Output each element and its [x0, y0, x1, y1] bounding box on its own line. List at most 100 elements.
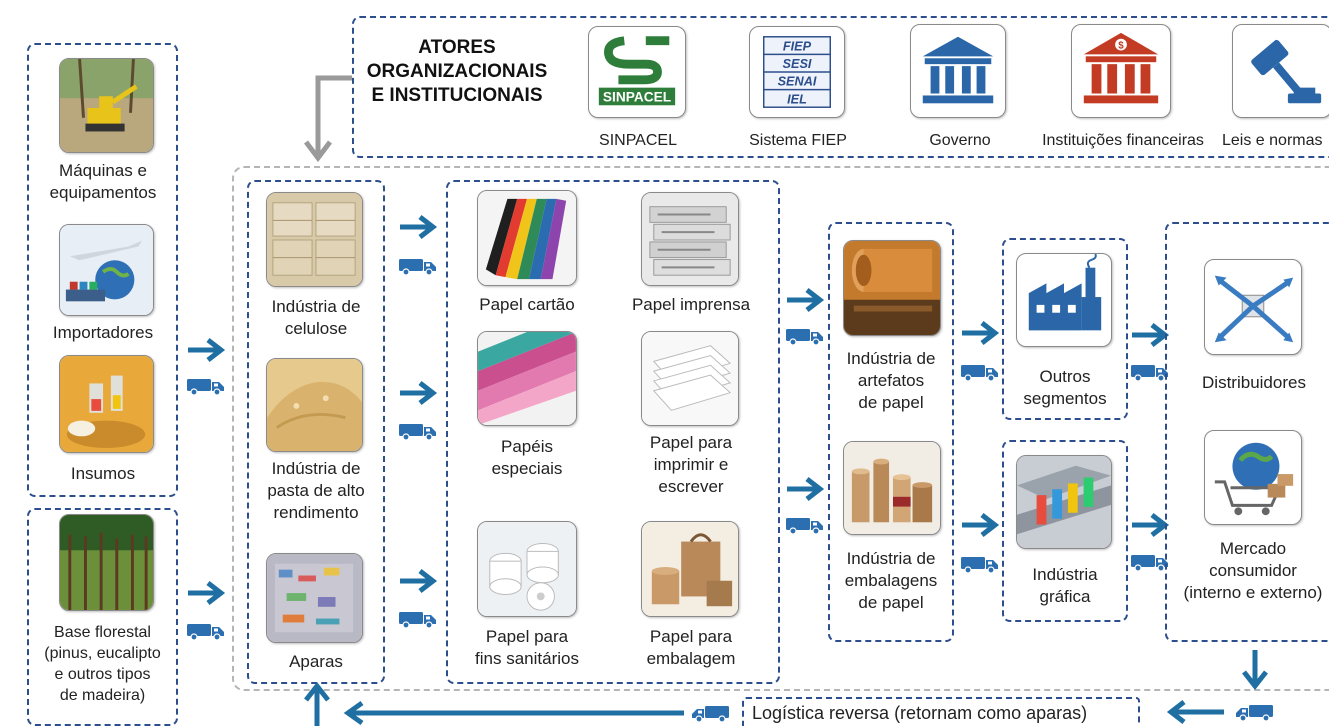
packaging-industry-image	[843, 441, 941, 535]
other-segments-label-line-2: segmentos	[1023, 389, 1107, 408]
forest-label-line-2: (pinus, eucalipto	[44, 645, 161, 662]
consumer-market-image	[1204, 430, 1302, 525]
graphic-industry-label-line-2: gráfica	[1039, 587, 1091, 606]
truck-icon-reverse-market	[1234, 702, 1274, 722]
high-yield-label: Indústria de pasta de alto rendimento	[250, 458, 382, 524]
truck-icon-artifacts-segments	[960, 362, 1000, 382]
flow-arrow-artifacts-segments	[960, 320, 1000, 346]
artifacts-label-line-3: de papel	[858, 393, 924, 412]
actor-label-governo: Governo	[929, 132, 991, 149]
market-panel	[1165, 222, 1329, 642]
special-paper-image	[477, 331, 577, 426]
sinpacel-logo: SINPACEL	[588, 26, 686, 118]
truck-icon-paper-packaging	[785, 515, 825, 535]
cellulose-image	[266, 192, 363, 287]
actors-title-line-2: ORGANIZACIONAIS	[366, 61, 548, 82]
graphic-industry-label-line-1: Indústria	[1032, 565, 1098, 584]
inputs-image	[59, 355, 154, 453]
actors-title-line-1: ATORES	[418, 37, 496, 58]
truck-icon-high-yield	[398, 421, 438, 441]
truck-icon-packaging-graphic	[960, 554, 1000, 574]
truck-icon-forest	[186, 621, 226, 641]
bank-icon: $	[1071, 24, 1171, 118]
consumer-market-label-line-3: (interno e externo)	[1183, 583, 1323, 602]
packaging-industry-label-line-2: embalagens	[844, 571, 938, 590]
cardboard-image	[477, 190, 577, 286]
factory-icon	[1016, 253, 1112, 347]
consumer-market-label-line-1: Mercado	[1219, 539, 1287, 558]
special-paper-label: Papéis especiais	[460, 436, 594, 480]
actors-panel	[352, 16, 1329, 158]
distributors-image	[1204, 259, 1302, 355]
inputs-label: Insumos	[70, 464, 136, 483]
sanitary-paper-label-line-2: fins sanitários	[475, 649, 579, 668]
truck-icon-suppliers	[186, 376, 226, 396]
scraps-label: Aparas	[289, 652, 343, 671]
truck-icon-reverse	[690, 703, 730, 723]
consumer-market-label: Mercado consumidor (interno e externo)	[1172, 538, 1329, 604]
flow-arrow-cellulose	[398, 214, 438, 240]
cellulose-label-line-2: celulose	[284, 319, 348, 338]
svg-text:$: $	[1118, 40, 1124, 51]
packaging-paper-image	[641, 521, 739, 617]
flow-arrow-packaging-graphic	[960, 512, 1000, 538]
graphic-industry-image	[1016, 455, 1112, 549]
actors-title: ATORES ORGANIZACIONAIS E INSTITUCIONAIS	[352, 36, 562, 108]
fiep-logo-line-2: SESI	[783, 56, 812, 71]
other-segments-panel	[1002, 238, 1128, 420]
flow-arrow-graphic-consumer	[1130, 512, 1170, 538]
high-yield-label-line-3: rendimento	[273, 503, 359, 522]
truck-icon-graphic-consumer	[1130, 552, 1170, 572]
writing-paper-label-line-1: Papel para	[649, 433, 733, 452]
packaging-industry-label-line-3: de papel	[858, 593, 924, 612]
truck-icon-segments-distributors	[1130, 362, 1170, 382]
artifacts-image	[843, 240, 941, 336]
high-yield-label-line-2: pasta de alto	[267, 481, 365, 500]
truck-icon-cellulose	[398, 256, 438, 276]
actor-label-financeiras: Instituições financeiras	[1042, 132, 1204, 149]
flow-arrow-segments-distributors	[1130, 322, 1170, 348]
fiep-logo-line-3: SENAI	[778, 74, 817, 89]
forest-label-line-1: Base florestal	[54, 624, 151, 641]
artifacts-label-line-2: artefatos	[857, 371, 925, 390]
consumer-market-label-line-2: consumidor	[1209, 561, 1297, 580]
pulp-panel	[247, 180, 385, 684]
writing-paper-label: Papel para imprimir e escrever	[616, 432, 766, 498]
sinpacel-logo-text: SINPACEL	[603, 89, 671, 104]
reverse-logistics-box	[742, 697, 1140, 726]
reverse-arrow-line	[343, 700, 684, 726]
high-yield-pulp-image	[266, 358, 363, 452]
cardboard-label: Papel cartão	[479, 295, 575, 314]
artifacts-label-line-1: Indústria de	[846, 349, 936, 368]
packaging-paper-label-line-1: Papel para	[649, 627, 733, 646]
importers-label: Importadores	[52, 323, 154, 342]
actor-label-fiep: Sistema FIEP	[749, 132, 847, 149]
artifacts-label: Indústria de artefatos de papel	[830, 348, 952, 414]
cellulose-label-line-1: Indústria de	[271, 297, 361, 316]
forest-image	[59, 514, 154, 611]
forest-label: Base florestal (pinus, eucalipto e outro…	[30, 622, 175, 706]
high-yield-label-line-1: Indústria de	[271, 459, 361, 478]
graphic-industry-panel	[1002, 440, 1128, 622]
actor-label-sinpacel: SINPACEL	[599, 132, 677, 149]
newsprint-image	[641, 192, 739, 286]
importers-image	[59, 224, 154, 316]
government-building-icon	[910, 24, 1006, 118]
industry-frame	[232, 166, 1329, 691]
packaging-industry-label: Indústria de embalagens de papel	[830, 548, 952, 614]
flow-arrow-paper-artifacts	[785, 287, 825, 313]
actor-label-leis: Leis e normas	[1222, 132, 1323, 149]
sanitary-paper-label-line-1: Papel para	[485, 627, 569, 646]
sanitary-paper-label: Papel para fins sanitários	[460, 626, 594, 670]
special-paper-label-line-2: especiais	[491, 459, 563, 478]
writing-paper-image	[641, 331, 739, 426]
actors-title-line-3: E INSTITUCIONAIS	[371, 85, 543, 106]
scraps-image	[266, 553, 363, 643]
packaging-industry-label-line-1: Indústria de	[846, 549, 936, 568]
gavel-icon	[1232, 24, 1329, 118]
flow-arrow-forest	[186, 580, 226, 606]
flow-arrow-market-down	[1242, 650, 1268, 690]
actors-connector-arrow	[304, 75, 352, 163]
writing-paper-label-line-3: escrever	[658, 477, 724, 496]
flow-arrow-suppliers	[186, 337, 226, 363]
